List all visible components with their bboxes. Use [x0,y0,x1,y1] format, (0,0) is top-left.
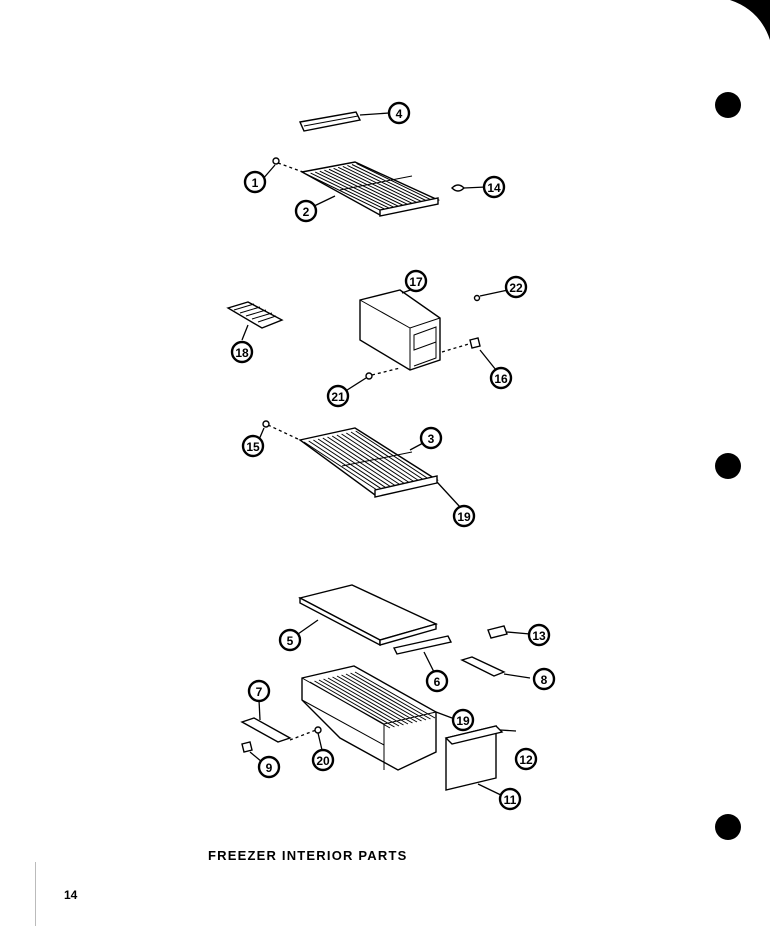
callout-label: 17 [409,275,423,289]
callout-label: 14 [487,181,501,195]
callout-label: 13 [532,629,546,643]
binder-hole [715,814,741,840]
callout-17: 17 [404,269,428,293]
part-shelf-trim [298,111,362,132]
page-number: 14 [64,888,78,902]
part-door-panel [444,725,504,791]
callout-11: 11 [498,787,522,811]
callout-15: 15 [241,434,265,458]
callout-13: 13 [527,623,551,647]
callout-22: 22 [504,275,528,299]
callout-19: 19 [451,708,475,732]
callout-label: 19 [456,714,470,728]
callout-label: 4 [396,107,403,121]
callout-19: 19 [452,504,476,528]
callout-label: 6 [434,675,441,689]
diagram-title: FREEZER INTERIOR PARTS [208,848,408,863]
binder-hole [715,453,741,479]
callout-1: 1 [243,170,267,194]
callout-14: 14 [482,175,506,199]
callout-5: 5 [278,628,302,652]
callout-8: 8 [532,667,556,691]
page-margin-line [35,862,36,926]
callout-label: 15 [246,440,260,454]
part-basket [301,665,437,771]
callout-2: 2 [294,199,318,223]
callout-18: 18 [230,340,254,364]
callout-label: 2 [303,205,310,219]
callout-label: 16 [494,372,508,386]
callout-9: 9 [257,755,281,779]
callout-7: 7 [247,679,271,703]
binder-hole [715,92,741,118]
callout-3: 3 [419,426,443,450]
callout-12: 12 [514,747,538,771]
part-ice-bin [359,289,441,371]
callout-20: 20 [311,748,335,772]
callout-4: 4 [387,101,411,125]
part-upper-shelf [299,161,441,217]
callout-label: 1 [252,176,259,190]
callout-label: 11 [504,793,517,807]
callout-label: 22 [509,281,523,295]
callout-6: 6 [425,669,449,693]
callout-label: 19 [457,510,471,524]
callout-label: 20 [316,754,330,768]
callout-label: 5 [287,634,294,648]
part-ice-tray [226,301,284,329]
callout-label: 18 [235,346,249,360]
part-lower-shelf [298,427,439,498]
callout-label: 21 [331,390,345,404]
part-crisper-cover [298,584,438,647]
callout-16: 16 [489,366,513,390]
callout-21: 21 [326,384,350,408]
callout-label: 7 [256,685,263,699]
callout-label: 12 [519,753,533,767]
callout-label: 3 [428,432,435,446]
scan-corner-mark [730,0,770,40]
callout-label: 9 [266,761,273,775]
callout-label: 8 [541,673,548,687]
